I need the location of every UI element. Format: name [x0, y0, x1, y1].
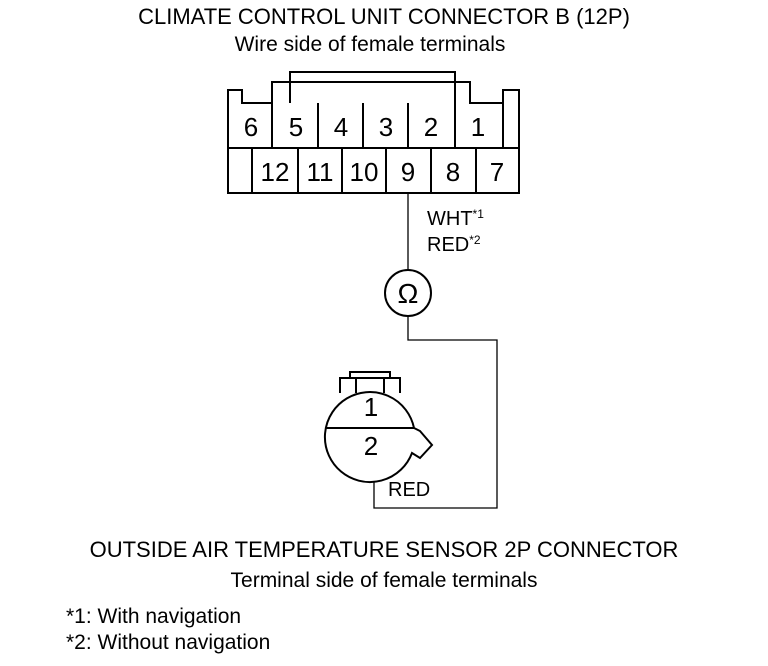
pin-label-12: 12	[261, 157, 290, 187]
pin-label-4: 4	[334, 112, 348, 142]
pin-label-6: 6	[244, 112, 258, 142]
pin-label-3: 3	[379, 112, 393, 142]
pin-label-2: 2	[424, 112, 438, 142]
sensor-pin-2: 2	[364, 431, 378, 461]
wire-color-red: RED*2	[427, 233, 481, 256]
pin-label-1: 1	[471, 112, 485, 142]
pin-label-10: 10	[350, 157, 379, 187]
pin-label-8: 8	[446, 157, 460, 187]
probe-wires	[373, 193, 498, 509]
wire-color-wht: WHT*1	[427, 207, 484, 230]
connector-b-title: CLIMATE CONTROL UNIT CONNECTOR B (12P)	[138, 4, 630, 29]
connector-b-housing	[227, 71, 520, 194]
pin-label-11: 11	[307, 157, 334, 187]
ohmmeter-icon	[384, 269, 432, 317]
connector-b-subtitle: Wire side of female terminals	[234, 33, 506, 56]
pin-label-7: 7	[490, 157, 504, 187]
sensor-connector	[323, 371, 434, 484]
pin-label-5: 5	[289, 112, 303, 142]
pin-label-9: 9	[401, 157, 415, 187]
footnote-1: *1: With navigation	[66, 605, 242, 628]
sensor-connector-title: OUTSIDE AIR TEMPERATURE SENSOR 2P CONNEC…	[89, 537, 679, 562]
footnote-2: *2: Without navigation	[66, 631, 271, 654]
ohm-symbol: Ω	[398, 278, 419, 309]
sensor-pin-1: 1	[364, 392, 378, 422]
sensor-wire-color: RED	[388, 479, 430, 501]
sensor-connector-subtitle: Terminal side of female terminals	[230, 569, 538, 592]
